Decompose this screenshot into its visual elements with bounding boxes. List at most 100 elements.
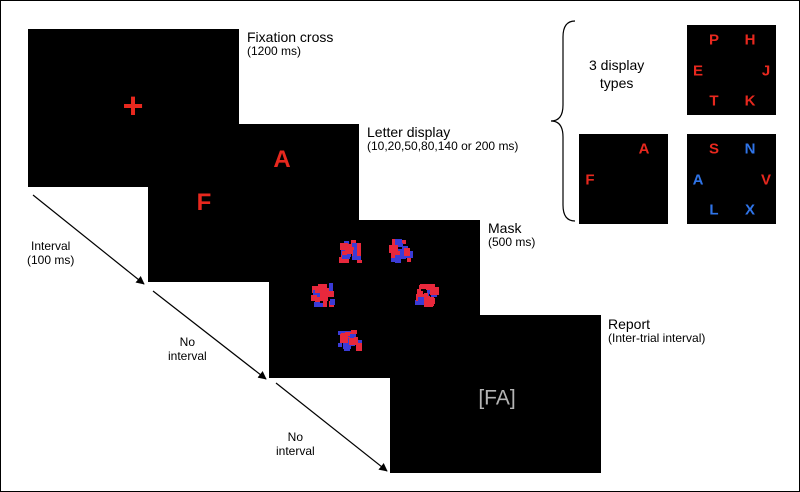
letter-display-title: Letter display [367,124,451,140]
display-types-brace [550,20,576,222]
mask-fragment [341,333,345,337]
two-letter-a: A [638,140,650,158]
mask-fragment [323,300,327,307]
mask-fragment [426,284,433,290]
mask-patch [338,330,362,351]
report-duration: (Inter-trial interval) [608,331,706,346]
mask-fragment [330,299,335,305]
mask-fragment [343,342,351,349]
mask-fragment [345,332,351,336]
mask-fragment [408,251,413,255]
mixed-letter-n: N [744,140,756,158]
display-type-six-red: P H E J T K [687,25,776,115]
two-letter-f: F [585,171,595,189]
mask-fragment [392,239,397,247]
mask-fragment [397,253,406,259]
mask-fragment [351,330,357,334]
interval-note-1-line1: Interval [30,239,71,253]
mask-fragment [329,283,333,291]
mask-fragment [321,294,326,299]
report-response: [FA] [478,386,516,410]
mask-fragment [345,249,354,254]
mask-fragment [428,297,434,306]
mask-fragment [320,284,327,291]
display-type-six-mixed: S N A V L X [687,134,776,224]
mixed-letter-x: X [744,201,756,219]
mask-patch [311,283,335,307]
fixation-duration: (1200 ms) [247,44,302,59]
fixation-caption: Fixation cross (1200 ms) [247,29,333,59]
mask-fragment [325,291,334,297]
interval-note-3-line2: interval [276,444,315,459]
mask-title: Mask [488,220,522,236]
arrow-interval-1 [32,194,145,285]
display-types-label-line1: 3 display [589,57,645,73]
six-red-letter-p: P [708,31,720,49]
arrow-interval-2 [152,290,267,380]
letter-display-caption: Letter display (10,20,50,80,140 or 200 m… [367,124,518,154]
interval-note-3-line1: No [287,430,304,444]
mask-fragment [340,334,348,343]
fixation-cross: + [122,85,144,126]
arrow-interval-3 [275,382,388,472]
interval-note-2: No interval [168,335,207,364]
mask-fragment [430,287,439,295]
mask-patch [389,239,413,263]
mask-fragment [424,298,429,302]
mask-fragment [395,239,400,246]
mask-fragment [402,240,406,244]
display-types-label: 3 display types [589,57,644,92]
mask-fragment [341,246,347,255]
mask-fragment [407,255,411,262]
mask-fragment [311,295,317,301]
fixation-title: Fixation cross [247,29,334,45]
interval-note-1-line2: (100 ms) [27,253,75,268]
report-caption: Report (Inter-trial interval) [608,316,705,346]
letter-display-duration: (10,20,50,80,140 or 200 ms) [367,139,519,154]
mixed-letter-a: A [692,171,704,189]
mask-fragment [342,255,350,259]
mask-fragment [418,297,424,305]
display-type-two-letters: A F [579,134,668,224]
six-red-letter-k: K [744,92,756,110]
mask-fragment [404,248,410,256]
mask-fragment [339,257,345,263]
mask-fragment [353,250,357,258]
report-screen: [FA] [390,315,601,473]
interval-note-2-line2: interval [168,349,207,364]
mask-fragment [392,245,398,253]
mask-fragment [391,251,400,258]
mask-patch [339,240,362,263]
mask-fragment [424,293,428,299]
mixed-letter-v: V [760,171,772,189]
mask-fragment [356,343,362,351]
six-red-letter-h: H [744,31,756,49]
mask-fragment [314,302,320,307]
interval-note-2-line1: No [179,335,196,349]
letter-a: A [273,146,291,173]
mixed-letter-l: L [709,201,719,219]
mask-fragment [391,256,398,262]
six-red-letter-j: J [761,62,771,80]
letter-f: F [196,189,212,216]
mask-fragment [350,334,354,338]
six-red-letter-t: T [709,92,719,110]
mask-fragment [352,243,358,251]
mask-fragment [357,243,361,251]
mask-patch [415,284,439,307]
mask-fragment [357,260,362,263]
mask-fragment [349,337,358,345]
mask-fragment [338,343,342,347]
mask-duration: (500 ms) [488,235,536,250]
report-title: Report [608,316,651,332]
mask-fragment [420,284,429,288]
display-types-label-line2: types [599,74,634,91]
mask-fragment [344,246,351,250]
interval-note-1: Interval (100 ms) [27,239,74,268]
mask-fragment [395,255,400,263]
mask-fragment [396,243,403,247]
mask-fragment [417,291,423,300]
mask-caption: Mask (500 ms) [488,220,535,250]
